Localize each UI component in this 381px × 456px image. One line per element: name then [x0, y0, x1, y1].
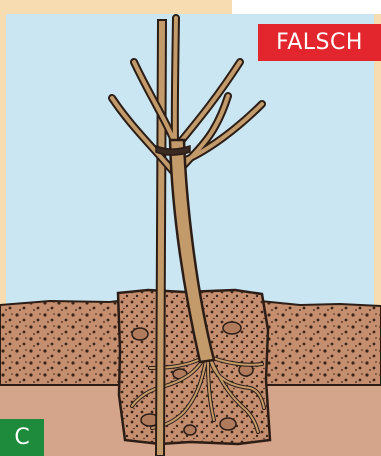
- stake: [156, 20, 166, 456]
- corner-white: [232, 0, 381, 14]
- verdict-badge: FALSCH: [258, 24, 381, 61]
- panel-letter-badge: C: [0, 419, 44, 456]
